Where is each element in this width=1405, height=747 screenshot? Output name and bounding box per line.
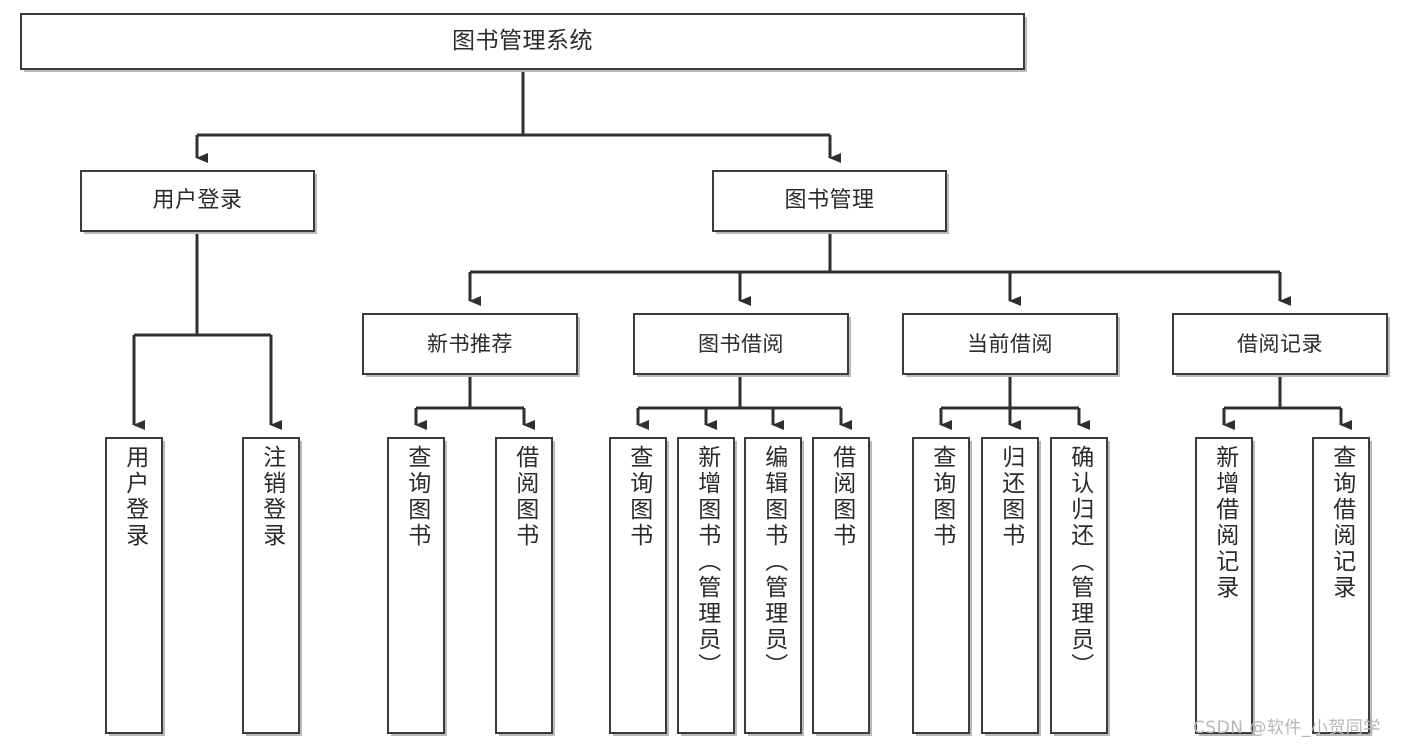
leaf-confirm-return-admin[interactable]: 确认归还（管理员） xyxy=(1050,437,1108,734)
node-label: 借阅图书 xyxy=(511,445,538,549)
node-label: 查询借阅记录 xyxy=(1328,445,1355,601)
leaf-return-book[interactable]: 归还图书 xyxy=(981,437,1039,734)
leaf-query-book-current[interactable]: 查询图书 xyxy=(912,437,970,734)
leaf-query-book-borrow[interactable]: 查询图书 xyxy=(609,437,667,734)
node-user-login[interactable]: 用户登录 xyxy=(80,170,315,232)
node-label: 查询图书 xyxy=(403,445,430,549)
node-label: 图书管理系统 xyxy=(452,28,593,55)
node-label: 归还图书 xyxy=(997,445,1024,549)
node-label: 查询图书 xyxy=(928,445,955,549)
node-label: 编辑图书（管理员） xyxy=(760,445,787,679)
node-label: 新增借阅记录 xyxy=(1211,445,1238,601)
leaf-query-book-recommend[interactable]: 查询图书 xyxy=(387,437,445,734)
node-label: 查询图书 xyxy=(625,445,652,549)
leaf-add-borrow-record[interactable]: 新增借阅记录 xyxy=(1195,437,1253,734)
leaf-query-borrow-record[interactable]: 查询借阅记录 xyxy=(1312,437,1370,734)
leaf-borrow-book[interactable]: 借阅图书 xyxy=(812,437,870,734)
leaf-logout[interactable]: 注销登录 xyxy=(242,437,300,734)
node-label: 借阅图书 xyxy=(828,445,855,549)
leaf-add-book-admin[interactable]: 新增图书（管理员） xyxy=(677,437,735,734)
node-new-book-recommend[interactable]: 新书推荐 xyxy=(362,313,578,375)
node-label: 用户登录 xyxy=(121,445,148,549)
leaf-user-login[interactable]: 用户登录 xyxy=(105,437,163,734)
node-label: 借阅记录 xyxy=(1237,331,1323,356)
node-borrow-record[interactable]: 借阅记录 xyxy=(1172,313,1388,375)
node-label: 注销登录 xyxy=(258,445,285,549)
node-label: 新书推荐 xyxy=(427,331,513,356)
node-book-borrow[interactable]: 图书借阅 xyxy=(633,313,849,375)
node-root-book-management-system[interactable]: 图书管理系统 xyxy=(20,13,1025,70)
node-current-borrow[interactable]: 当前借阅 xyxy=(902,313,1118,375)
node-book-management[interactable]: 图书管理 xyxy=(712,170,947,232)
node-label: 用户登录 xyxy=(152,188,243,214)
node-label: 图书管理 xyxy=(784,188,875,214)
node-label: 图书借阅 xyxy=(698,331,784,356)
node-label: 当前借阅 xyxy=(967,331,1053,356)
node-label: 确认归还（管理员） xyxy=(1066,445,1093,679)
leaf-borrow-book-recommend[interactable]: 借阅图书 xyxy=(495,437,553,734)
node-label: 新增图书（管理员） xyxy=(693,445,720,679)
leaf-edit-book-admin[interactable]: 编辑图书（管理员） xyxy=(744,437,802,734)
